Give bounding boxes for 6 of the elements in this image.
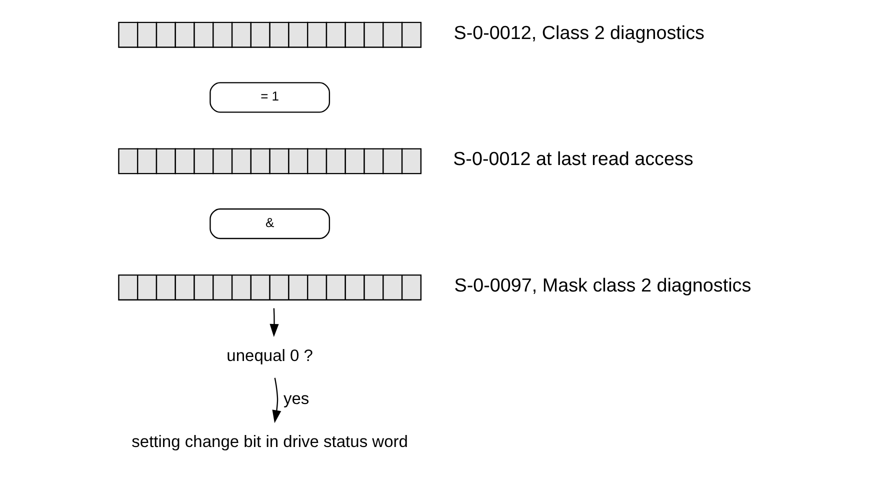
node-label: S-0-0012 at last read access [453, 149, 694, 170]
node-label: S-0-0097, Mask class 2 diagnostics [454, 275, 752, 296]
node-label: S-0-0012, Class 2 diagnostics [454, 22, 704, 44]
node-text: setting change bit in drive status word [132, 432, 408, 452]
node-text: unequal 0 ? [226, 346, 313, 365]
edge-label: yes [283, 389, 310, 408]
